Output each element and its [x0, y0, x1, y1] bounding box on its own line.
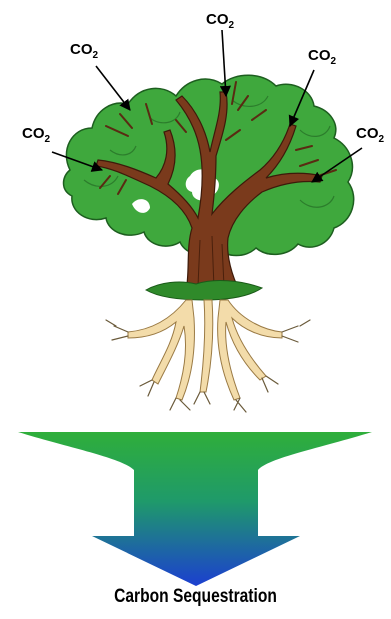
root-right [218, 300, 282, 400]
grass-base [146, 281, 262, 300]
svg-text:CO2: CO2 [206, 11, 235, 31]
svg-text:CO2: CO2 [70, 41, 99, 61]
svg-text:CO2: CO2 [22, 125, 51, 145]
diagram-caption: Carbon Sequestration [35, 586, 356, 608]
co2-label-upper-left: CO2 [70, 41, 130, 110]
svg-text:CO2: CO2 [356, 125, 385, 145]
tree-roots [128, 300, 282, 400]
co2-arrow-upper-left [96, 66, 130, 110]
sequestration-arrow [18, 432, 372, 586]
root-center [200, 300, 213, 392]
svg-text:CO2: CO2 [308, 47, 337, 67]
root-left [128, 300, 195, 400]
